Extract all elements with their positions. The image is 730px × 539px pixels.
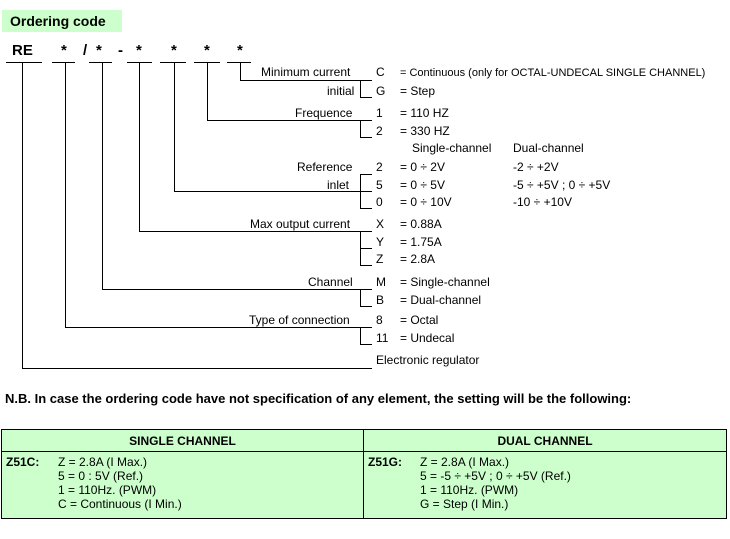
default-line: Z = 2.8A (I Max.) <box>58 455 148 469</box>
option-code: 0 <box>376 195 383 209</box>
option-code: 1 <box>376 106 383 120</box>
default-line: 5 = -5 ÷ +5V ; 0 ÷ +5V (Ref.) <box>420 469 571 483</box>
option-desc: = 0 ÷ 5V <box>400 178 445 192</box>
option-code: C <box>376 65 385 79</box>
code-char-frequence: * <box>204 42 210 59</box>
label-minimum-current: Minimum current <box>261 65 351 79</box>
default-code-single: Z51C: <box>6 455 40 469</box>
option-desc: = 0.88A <box>400 217 442 231</box>
option-desc: = Octal <box>400 313 439 327</box>
option-code: G <box>376 84 386 98</box>
option-code: M <box>376 275 386 289</box>
code-char-channel: * <box>96 42 102 59</box>
option-desc: = Continuous (only for OCTAL-UNDECAL SIN… <box>400 67 706 79</box>
option-code: 2 <box>376 124 383 138</box>
section-title: Ordering code <box>2 10 122 32</box>
option-desc: = Single-channel <box>400 275 490 289</box>
option-dual: -5 ÷ +5V ; 0 ÷ +5V <box>513 178 611 192</box>
code-tree-lines <box>6 62 372 369</box>
default-settings-table: SINGLE CHANNEL DUAL CHANNEL Z51C: Z = 2.… <box>1 429 727 519</box>
header-single-channel-defaults: SINGLE CHANNEL <box>1 429 364 452</box>
code-char-reference: * <box>171 42 177 59</box>
option-desc: = 330 HZ <box>400 124 450 138</box>
option-desc: = Dual-channel <box>400 293 482 307</box>
default-line: 1 = 110Hz. (PWM) <box>420 483 519 497</box>
code-char-max-current: * <box>136 42 142 59</box>
code-dash: - <box>118 42 123 59</box>
header-dual-channel-defaults: DUAL CHANNEL <box>363 429 727 452</box>
label-type-of-connection: Type of connection <box>249 313 350 327</box>
label-electronic-regulator: Electronic regulator <box>376 353 480 367</box>
header-dual-channel: Dual-channel <box>513 141 584 155</box>
option-desc: = Step <box>400 84 436 98</box>
default-code-dual: Z51G: <box>368 455 403 469</box>
option-desc: = Undecal <box>400 331 455 345</box>
label-reference: Reference <box>297 160 353 174</box>
option-desc: = 110 HZ <box>400 106 449 120</box>
default-line: 5 = 0 : 5V (Ref.) <box>58 469 144 483</box>
option-desc: = 0 ÷ 2V <box>400 160 445 174</box>
option-code: 2 <box>376 160 383 174</box>
label-frequence: Frequence <box>295 106 353 120</box>
default-line: 1 = 110Hz. (PWM) <box>58 483 157 497</box>
option-code: X <box>376 217 385 231</box>
default-line: Z = 2.8A (I Max.) <box>420 455 510 469</box>
option-desc: = 1.75A <box>400 235 442 249</box>
label-inlet: inlet <box>327 178 350 192</box>
code-slash: / <box>83 42 88 59</box>
dual-channel-defaults: Z51G: Z = 2.8A (I Max.) 5 = -5 ÷ +5V ; 0… <box>363 451 727 519</box>
single-channel-defaults: Z51C: Z = 2.8A (I Max.) 5 = 0 : 5V (Ref.… <box>1 451 364 519</box>
default-settings-note: N.B. In case the ordering code have not … <box>5 391 632 406</box>
option-desc: = 0 ÷ 10V <box>400 195 452 209</box>
code-prefix: RE <box>12 42 33 59</box>
option-code: 11 <box>376 331 389 345</box>
option-code: Y <box>376 235 385 249</box>
label-initial: initial <box>327 84 355 98</box>
label-channel: Channel <box>308 275 353 289</box>
code-char-connection: * <box>61 42 67 59</box>
option-desc: = 2.8A <box>400 252 436 266</box>
option-code: Z <box>376 252 384 266</box>
option-code: B <box>376 293 385 307</box>
header-single-channel: Single-channel <box>412 141 492 155</box>
option-dual: -2 ÷ +2V <box>513 160 559 174</box>
default-line: G = Step (I Min.) <box>420 497 509 511</box>
option-code: 8 <box>376 313 383 327</box>
default-line: C = Continuous (I Min.) <box>58 497 182 511</box>
label-max-output-current: Max output current <box>250 217 351 231</box>
code-char-min-current: * <box>237 42 243 59</box>
option-dual: -10 ÷ +10V <box>513 195 572 209</box>
option-code: 5 <box>376 178 383 192</box>
